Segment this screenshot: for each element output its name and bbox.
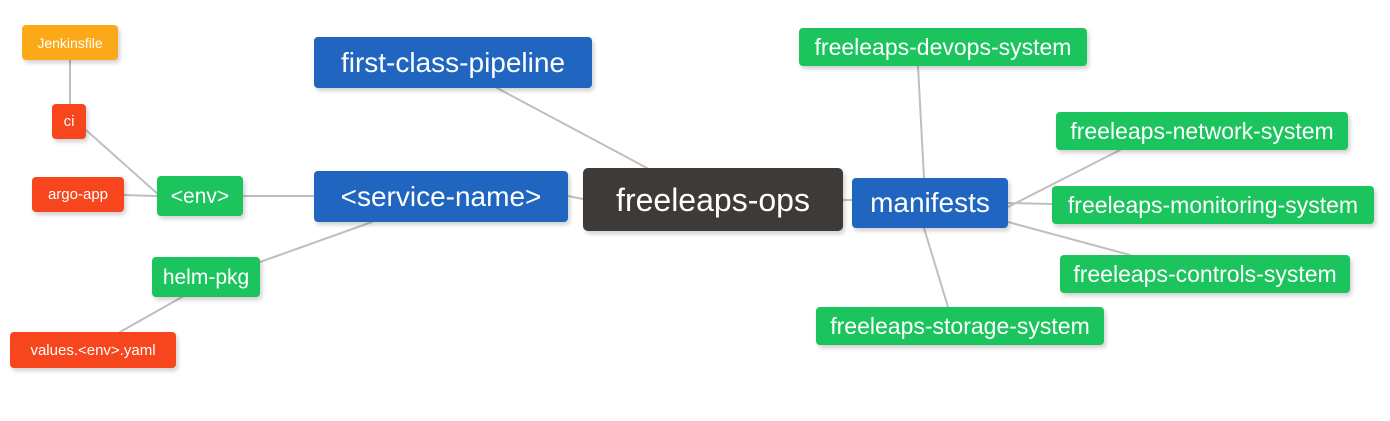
node-freeleaps-monitoring-system[interactable]: freeleaps-monitoring-system (1052, 186, 1374, 224)
edge-e-manifests-devops (917, 65, 925, 179)
node-env[interactable]: <env> (157, 176, 243, 216)
node-values-env-yaml[interactable]: values.<env>.yaml (10, 332, 176, 368)
edge-e-manifests-controls (1007, 221, 1131, 256)
node-freeleaps-ops[interactable]: freeleaps-ops (583, 168, 843, 231)
node-service-name[interactable]: <service-name> (314, 171, 568, 222)
node-first-class-pipeline[interactable]: first-class-pipeline (314, 37, 592, 88)
edge-e-servicename-ops (567, 195, 584, 200)
edge-e-helmpkg-servicename (259, 221, 373, 263)
edge-e-manifests-monitoring (1007, 202, 1053, 205)
edge-e-pipeline-ops (496, 87, 648, 169)
edge-e-manifests-storage (923, 227, 949, 308)
node-freeleaps-controls-system[interactable]: freeleaps-controls-system (1060, 255, 1350, 293)
node-helm-pkg[interactable]: helm-pkg (152, 257, 260, 297)
node-freeleaps-network-system[interactable]: freeleaps-network-system (1056, 112, 1348, 150)
node-freeleaps-devops-system[interactable]: freeleaps-devops-system (799, 28, 1087, 66)
node-argo-app[interactable]: argo-app (32, 177, 124, 212)
node-manifests[interactable]: manifests (852, 178, 1008, 228)
node-freeleaps-storage-system[interactable]: freeleaps-storage-system (816, 307, 1104, 345)
edge-e-values-helmpkg (119, 296, 183, 333)
node-jenkinsfile[interactable]: Jenkinsfile (22, 25, 118, 60)
edge-e-argoapp-env (123, 194, 158, 197)
node-ci[interactable]: ci (52, 104, 86, 139)
